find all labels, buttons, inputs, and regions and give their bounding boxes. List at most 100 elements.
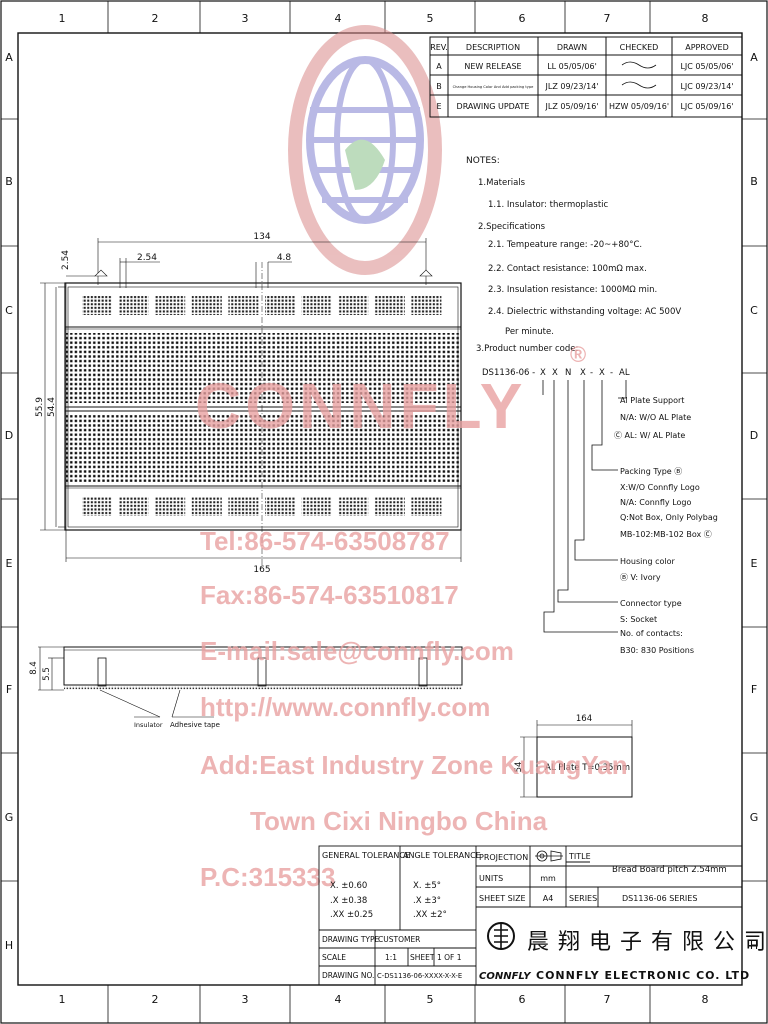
sheet-size-value: A4 bbox=[543, 894, 554, 903]
watermark-tel: Tel:86-574-63508787 bbox=[200, 526, 450, 556]
grid-col-label: 8 bbox=[702, 993, 709, 1006]
part-number-code: DS1136-06 - X X N X - X - AL Al Plate Su… bbox=[482, 368, 718, 655]
rev-row-approved: LJC 05/09/16' bbox=[680, 102, 733, 111]
rail-hole-group bbox=[118, 296, 149, 315]
company-logo-text: CONNFLY bbox=[479, 971, 532, 982]
terminal-strip-lower bbox=[66, 415, 460, 482]
rev-header-rev: REV. bbox=[430, 43, 448, 52]
rev-header-approved: APPROVED bbox=[685, 43, 729, 52]
grid-col-label: 2 bbox=[152, 993, 159, 1006]
dim-8-4: 8.4 bbox=[29, 661, 39, 675]
signature-mark bbox=[621, 61, 657, 69]
grid-row-label: F bbox=[751, 683, 757, 696]
dim-2-54-vertical: 2.54 bbox=[61, 250, 71, 270]
grid-col-label: 6 bbox=[519, 993, 526, 1006]
rev-header-checked: CHECKED bbox=[620, 43, 659, 52]
notes-block: NOTES: 1.Materials 1.1. Insulator: therm… bbox=[466, 156, 681, 354]
watermark-address: Add:East Industry Zone KuangYan bbox=[200, 750, 628, 780]
grid-col-label: 1 bbox=[59, 12, 66, 25]
housing-option: Ⓑ V: Ivory bbox=[620, 573, 661, 582]
rev-row-rev: E bbox=[436, 102, 441, 111]
code-field: AL bbox=[619, 368, 630, 378]
grid-col-label: 5 bbox=[427, 12, 434, 25]
breadboard-top-view bbox=[64, 262, 462, 570]
rail-hole-group bbox=[374, 497, 405, 516]
rail-hole-group bbox=[301, 296, 332, 315]
rail-hole-group bbox=[228, 296, 259, 315]
rail-hole-group bbox=[411, 296, 442, 315]
watermark-url: http://www.connfly.com bbox=[200, 692, 490, 722]
rail-hole-group bbox=[155, 497, 186, 516]
grid-col-label: 7 bbox=[604, 993, 611, 1006]
dim-5-5: 5.5 bbox=[42, 667, 52, 681]
drawing-no-label: DRAWING NO. bbox=[322, 971, 374, 980]
units-label: UNITS bbox=[479, 874, 503, 883]
note-line: 2.2. Contact resistance: 100mΩ max. bbox=[488, 264, 647, 274]
part-prefix: DS1136-06 - bbox=[482, 368, 535, 378]
note-line: 2.4. Dielectric withstanding voltage: AC… bbox=[488, 307, 681, 317]
contacts-option: No. of contacts: bbox=[620, 629, 683, 638]
grid-col-label: 8 bbox=[702, 12, 709, 25]
grid-row-label: C bbox=[5, 304, 13, 317]
rail-hole-group bbox=[374, 296, 405, 315]
watermark-registered-mark: ® bbox=[570, 342, 586, 367]
series-label: SERIES bbox=[569, 894, 597, 903]
note-line: Per minute. bbox=[505, 327, 554, 337]
code-field: X bbox=[540, 368, 546, 378]
adhesive-label: Adhesive tape bbox=[170, 721, 220, 729]
series-value: DS1136-06 SERIES bbox=[622, 894, 697, 903]
al-plate-option: N/A: W/O AL Plate bbox=[620, 413, 691, 422]
grid-row-label: G bbox=[5, 811, 14, 824]
code-field: - bbox=[590, 368, 593, 378]
note-line: 2.Specifications bbox=[478, 222, 546, 232]
dim-164: 164 bbox=[576, 714, 592, 724]
rail-hole-group bbox=[411, 497, 442, 516]
title-label: TITLE bbox=[568, 852, 591, 861]
rail-hole-group bbox=[191, 296, 222, 315]
grid-col-label: 3 bbox=[242, 12, 249, 25]
packing-option: MB-102:MB-102 Box Ⓒ bbox=[620, 530, 712, 539]
sheet-value: 1 OF 1 bbox=[437, 953, 462, 962]
rev-row-desc: Change Housing Color And Add packing typ… bbox=[453, 85, 534, 89]
projection-symbol-icon bbox=[535, 850, 563, 862]
dim-54-4: 54.4 bbox=[47, 397, 57, 417]
note-line: 1.Materials bbox=[478, 178, 526, 188]
tolerance-line: .X ±0.38 bbox=[330, 896, 367, 906]
grid-row-label: A bbox=[750, 51, 758, 64]
rail-hole-group bbox=[338, 296, 369, 315]
packing-option: Packing Type Ⓑ bbox=[620, 467, 682, 476]
rail-hole-group bbox=[301, 497, 332, 516]
company-name-chinese: 晨 翔 电 子 有 限 公 司 bbox=[527, 930, 767, 955]
terminal-strip-upper bbox=[66, 333, 460, 403]
notes-title: NOTES: bbox=[466, 156, 500, 166]
rail-hole-group bbox=[228, 497, 259, 516]
grid-row-label: B bbox=[5, 175, 13, 188]
packing-option: X:W/O Connfly Logo bbox=[620, 483, 700, 492]
angle-tolerance-line: X. ±5° bbox=[413, 881, 441, 891]
grid-col-label: 7 bbox=[604, 12, 611, 25]
watermark-brand: CONNFLY bbox=[195, 370, 526, 442]
grid-row-label: A bbox=[5, 51, 13, 64]
power-rail-bottom bbox=[82, 497, 442, 516]
al-plate-option: Al Plate Support bbox=[620, 396, 684, 405]
grid-row-label: E bbox=[6, 557, 13, 570]
title-block bbox=[318, 845, 743, 986]
dim-4-8: 4.8 bbox=[277, 253, 292, 263]
contacts-option: B30: 830 Positions bbox=[620, 646, 694, 655]
grid-row-label: D bbox=[750, 429, 758, 442]
connector-option: Connector type bbox=[620, 599, 682, 608]
top-view-dimensions bbox=[40, 238, 462, 562]
title-block-text: GENERAL TOLERANCE X. ±0.60 .X ±0.38 .XX … bbox=[322, 850, 767, 982]
grid-col-label: 3 bbox=[242, 993, 249, 1006]
rev-row-approved: LJC 05/05/06' bbox=[680, 62, 733, 71]
grid-col-label: 5 bbox=[427, 993, 434, 1006]
signature-mark bbox=[621, 81, 657, 89]
watermark-text: Tel:86-574-63508787 Fax:86-574-63510817 … bbox=[195, 342, 628, 892]
rev-row-desc: NEW RELEASE bbox=[464, 62, 521, 71]
note-line: 2.1. Tempeature range: -20~+80°C. bbox=[488, 240, 642, 250]
packing-option: N/A: Connfly Logo bbox=[620, 498, 691, 507]
grid-row-label: H bbox=[5, 939, 13, 952]
